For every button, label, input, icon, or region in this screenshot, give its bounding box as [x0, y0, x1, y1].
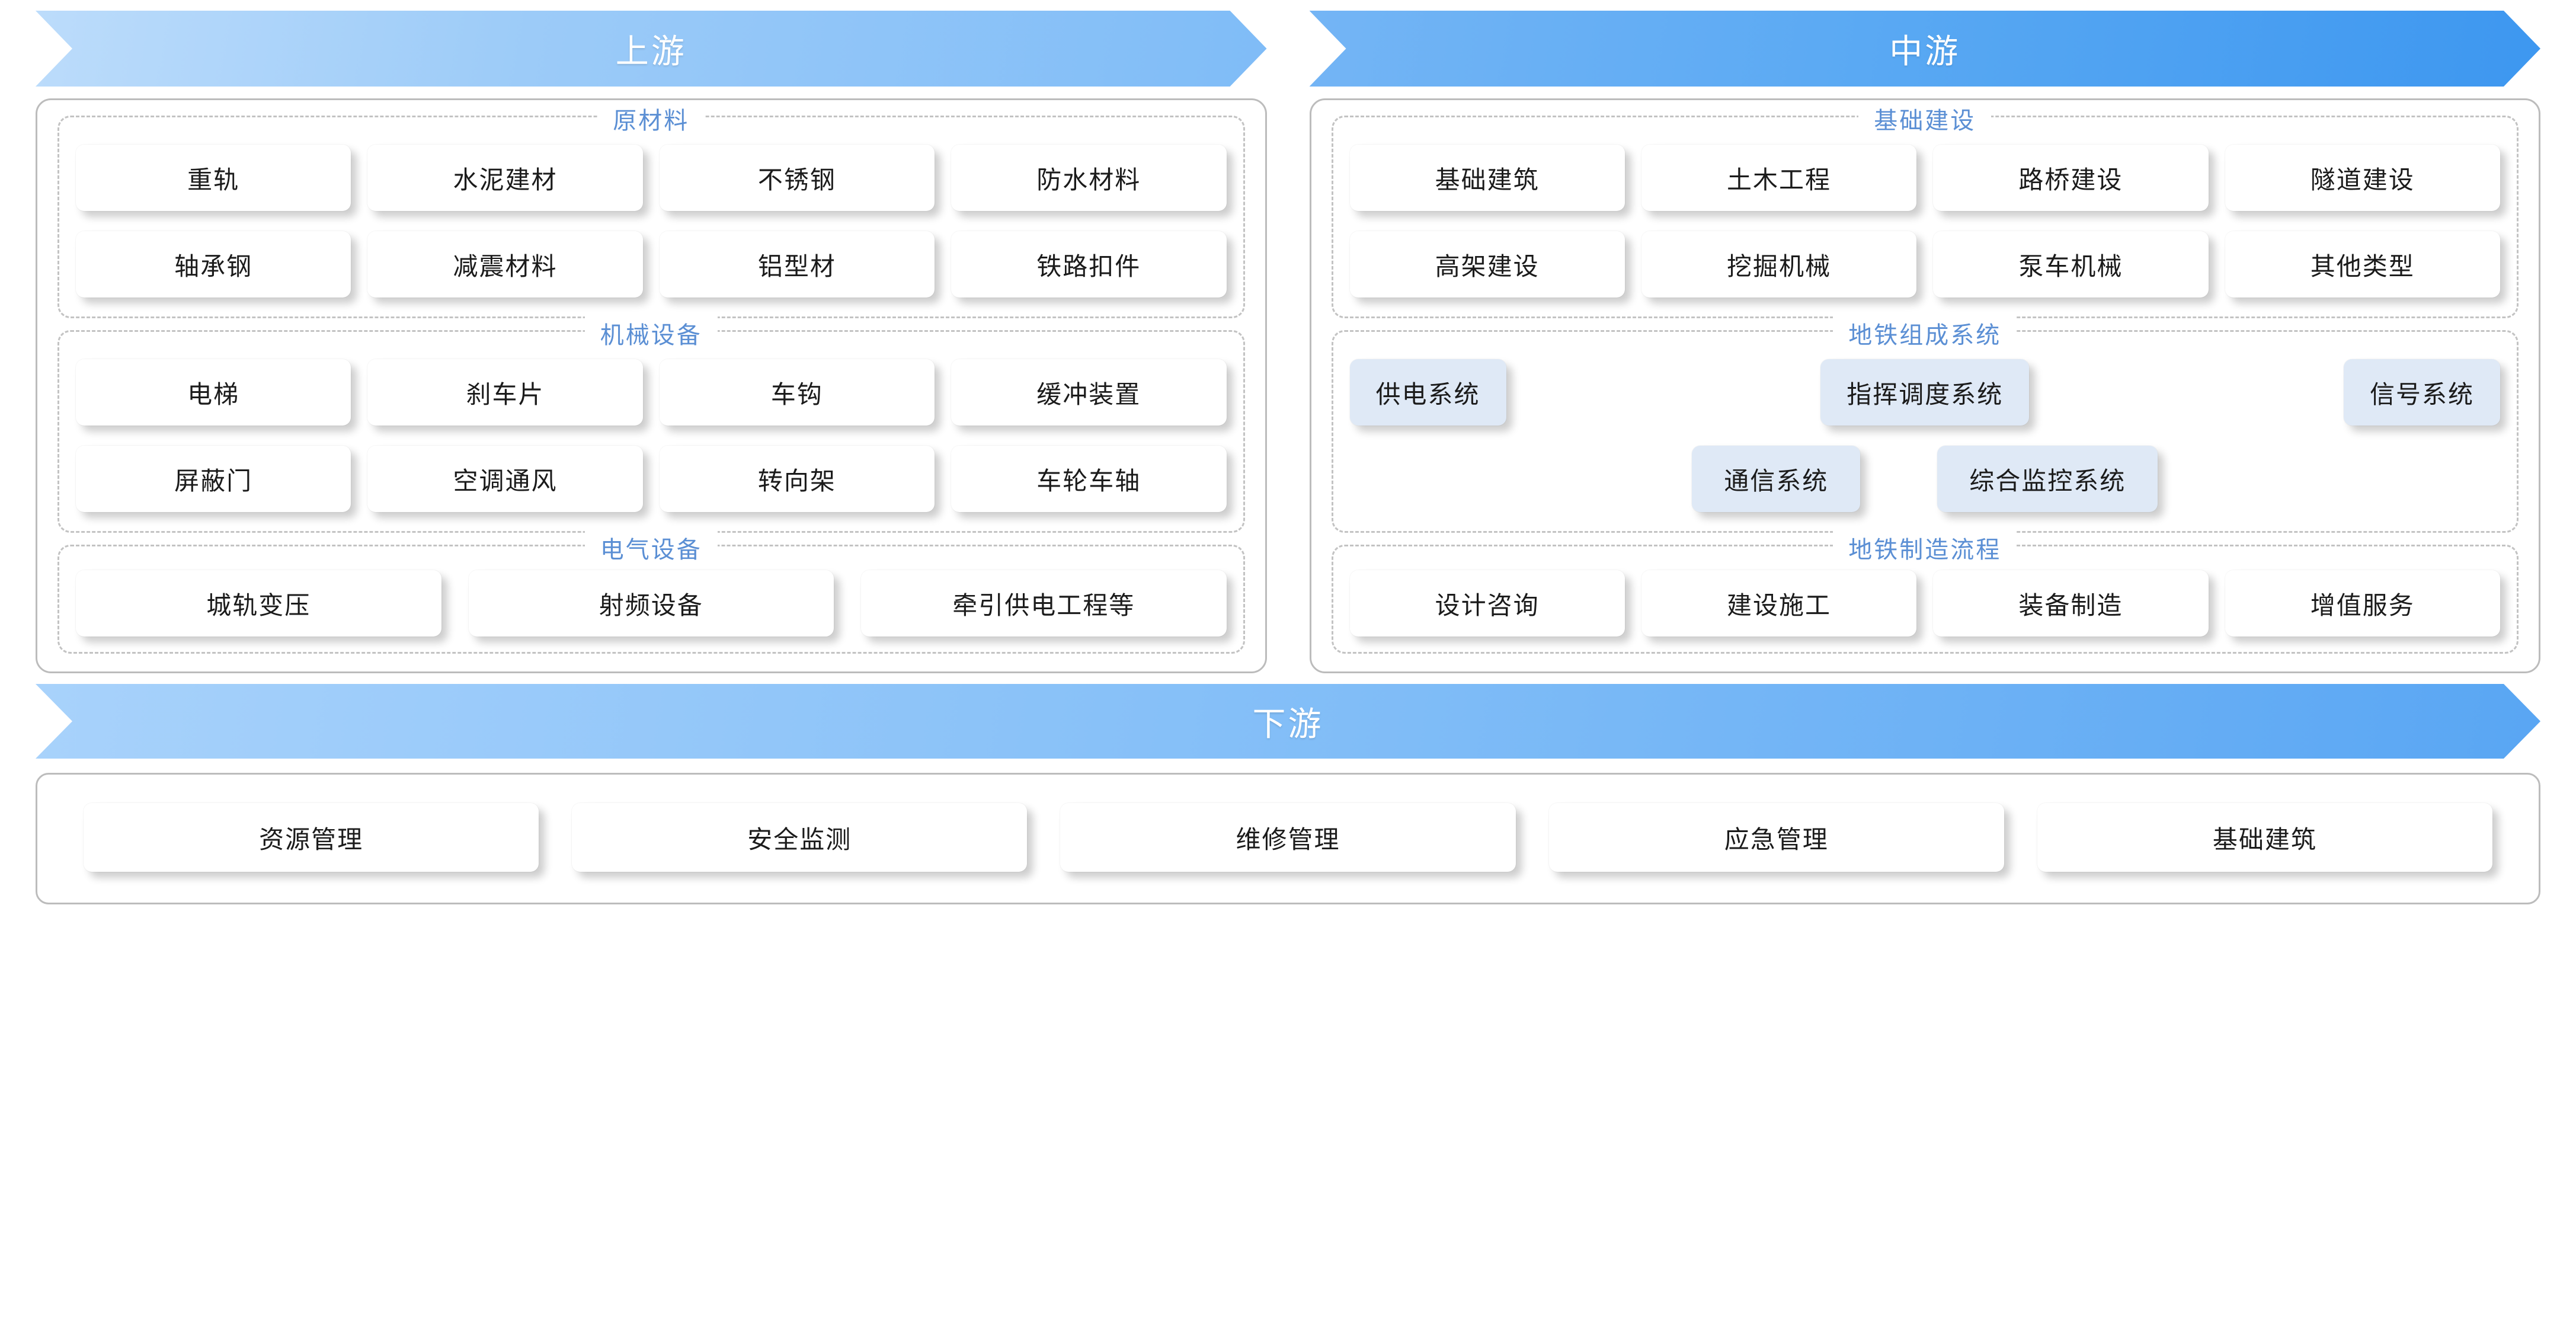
card-item[interactable]: 射频设备: [468, 570, 834, 637]
card-item[interactable]: 其他类型: [2225, 231, 2500, 298]
card-item[interactable]: 隧道建设: [2225, 145, 2500, 211]
card-item[interactable]: 装备制造: [1933, 570, 2209, 637]
card-item[interactable]: 轴承钢: [76, 231, 351, 298]
card-item[interactable]: 基础建筑: [1349, 145, 1625, 211]
card-item[interactable]: 转向架: [659, 446, 935, 512]
top-banner-row: 上游 中游: [0, 0, 2576, 87]
card-grid-downstream: 资源管理 安全监测 维修管理 应急管理 基础建筑: [84, 803, 2492, 872]
section-metro-systems: 地铁组成系统 供电系统 指挥调度系统 信号系统 通信系统 综合监控系统: [1331, 316, 2519, 533]
card-grid-electrical-equipment: 城轨变压 射频设备 牵引供电工程等: [76, 570, 1227, 637]
card-item[interactable]: 安全监测: [572, 803, 1028, 872]
banner-downstream-label: 下游: [1252, 705, 1324, 743]
panel-downstream: 资源管理 安全监测 维修管理 应急管理 基础建筑: [36, 773, 2540, 904]
panel-upstream: 原材料 重轨 水泥建材 不锈钢 防水材料 轴承钢 减震材料 铝型材 铁路扣件 机…: [36, 98, 1267, 673]
card-item[interactable]: 空调通风: [367, 446, 643, 512]
card-grid-mechanical-equipment: 电梯 刹车片 车钩 缓冲装置 屏蔽门 空调通风 转向架 车轮车轴: [76, 359, 1227, 512]
card-item[interactable]: 减震材料: [367, 231, 643, 298]
card-item[interactable]: 刹车片: [367, 359, 643, 426]
card-item[interactable]: 缓冲装置: [951, 359, 1227, 426]
card-item[interactable]: 挖掘机械: [1641, 231, 1917, 298]
metro-systems-row-2: 通信系统 综合监控系统: [1350, 446, 2501, 512]
card-item[interactable]: 车钩: [659, 359, 935, 426]
card-item[interactable]: 基础建筑: [2037, 803, 2492, 872]
card-item[interactable]: 水泥建材: [367, 145, 643, 211]
section-electrical-equipment: 电气设备 城轨变压 射频设备 牵引供电工程等: [57, 530, 1245, 654]
card-item[interactable]: 增值服务: [2225, 570, 2500, 637]
card-item[interactable]: 设计咨询: [1349, 570, 1625, 637]
banner-upstream-label: 上游: [615, 32, 687, 70]
section-infrastructure: 基础建设 基础建筑 土木工程 路桥建设 隧道建设 高架建设 挖掘机械 泵车机械 …: [1331, 101, 2519, 318]
section-metro-manufacturing: 地铁制造流程 设计咨询 建设施工 装备制造 增值服务: [1331, 530, 2519, 654]
banner-midstream-label: 中游: [1889, 32, 1961, 70]
downstream-banner-row: 下游: [0, 673, 2576, 759]
card-item[interactable]: 电梯: [76, 359, 351, 426]
card-item[interactable]: 土木工程: [1641, 145, 1917, 211]
card-item[interactable]: 城轨变压: [76, 570, 441, 637]
card-item[interactable]: 铝型材: [659, 231, 935, 298]
panel-midstream: 基础建设 基础建筑 土木工程 路桥建设 隧道建设 高架建设 挖掘机械 泵车机械 …: [1309, 98, 2540, 673]
card-item[interactable]: 屏蔽门: [76, 446, 351, 512]
section-mechanical-equipment: 机械设备 电梯 刹车片 车钩 缓冲装置 屏蔽门 空调通风 转向架 车轮车轴: [57, 316, 1245, 533]
section-title-infrastructure: 基础建设: [1858, 101, 1992, 136]
section-title-electrical-equipment: 电气设备: [584, 530, 718, 565]
card-item[interactable]: 维修管理: [1060, 803, 1516, 872]
card-item[interactable]: 铁路扣件: [951, 231, 1227, 298]
card-item[interactable]: 泵车机械: [1933, 231, 2209, 298]
card-item[interactable]: 建设施工: [1641, 570, 1917, 637]
card-item[interactable]: 信号系统: [2343, 359, 2500, 426]
card-grid-metro-systems: 供电系统 指挥调度系统 信号系统 通信系统 综合监控系统: [1349, 359, 2501, 512]
card-item[interactable]: 不锈钢: [659, 145, 935, 211]
metro-systems-row-1: 供电系统 指挥调度系统 信号系统: [1349, 359, 2501, 426]
banner-midstream[interactable]: 中游: [1310, 11, 2541, 87]
card-item[interactable]: 重轨: [76, 145, 351, 211]
card-item[interactable]: 高架建设: [1349, 231, 1625, 298]
card-grid-metro-manufacturing: 设计咨询 建设施工 装备制造 增值服务: [1349, 570, 2500, 637]
section-title-raw-materials: 原材料: [597, 101, 705, 136]
card-item[interactable]: 车轮车轴: [951, 446, 1227, 512]
section-title-metro-manufacturing: 地铁制造流程: [1833, 530, 2017, 565]
banner-downstream[interactable]: 下游: [36, 684, 2540, 759]
card-item[interactable]: 供电系统: [1349, 359, 1506, 426]
card-item[interactable]: 通信系统: [1692, 446, 1861, 512]
card-item[interactable]: 应急管理: [1548, 803, 2004, 872]
card-item[interactable]: 资源管理: [84, 803, 539, 872]
banner-upstream[interactable]: 上游: [36, 11, 1267, 87]
card-item[interactable]: 指挥调度系统: [1820, 359, 2030, 426]
section-title-metro-systems: 地铁组成系统: [1833, 316, 2017, 350]
card-grid-infrastructure: 基础建筑 土木工程 路桥建设 隧道建设 高架建设 挖掘机械 泵车机械 其他类型: [1349, 145, 2500, 298]
card-item[interactable]: 综合监控系统: [1937, 446, 2158, 512]
card-grid-raw-materials: 重轨 水泥建材 不锈钢 防水材料 轴承钢 减震材料 铝型材 铁路扣件: [76, 145, 1227, 298]
section-title-mechanical-equipment: 机械设备: [584, 316, 718, 350]
card-item[interactable]: 路桥建设: [1933, 145, 2209, 211]
card-item[interactable]: 牵引供电工程等: [861, 570, 1227, 637]
section-raw-materials: 原材料 重轨 水泥建材 不锈钢 防水材料 轴承钢 减震材料 铝型材 铁路扣件: [57, 101, 1245, 318]
panel-row: 原材料 重轨 水泥建材 不锈钢 防水材料 轴承钢 减震材料 铝型材 铁路扣件 机…: [0, 87, 2576, 673]
card-item[interactable]: 防水材料: [951, 145, 1227, 211]
